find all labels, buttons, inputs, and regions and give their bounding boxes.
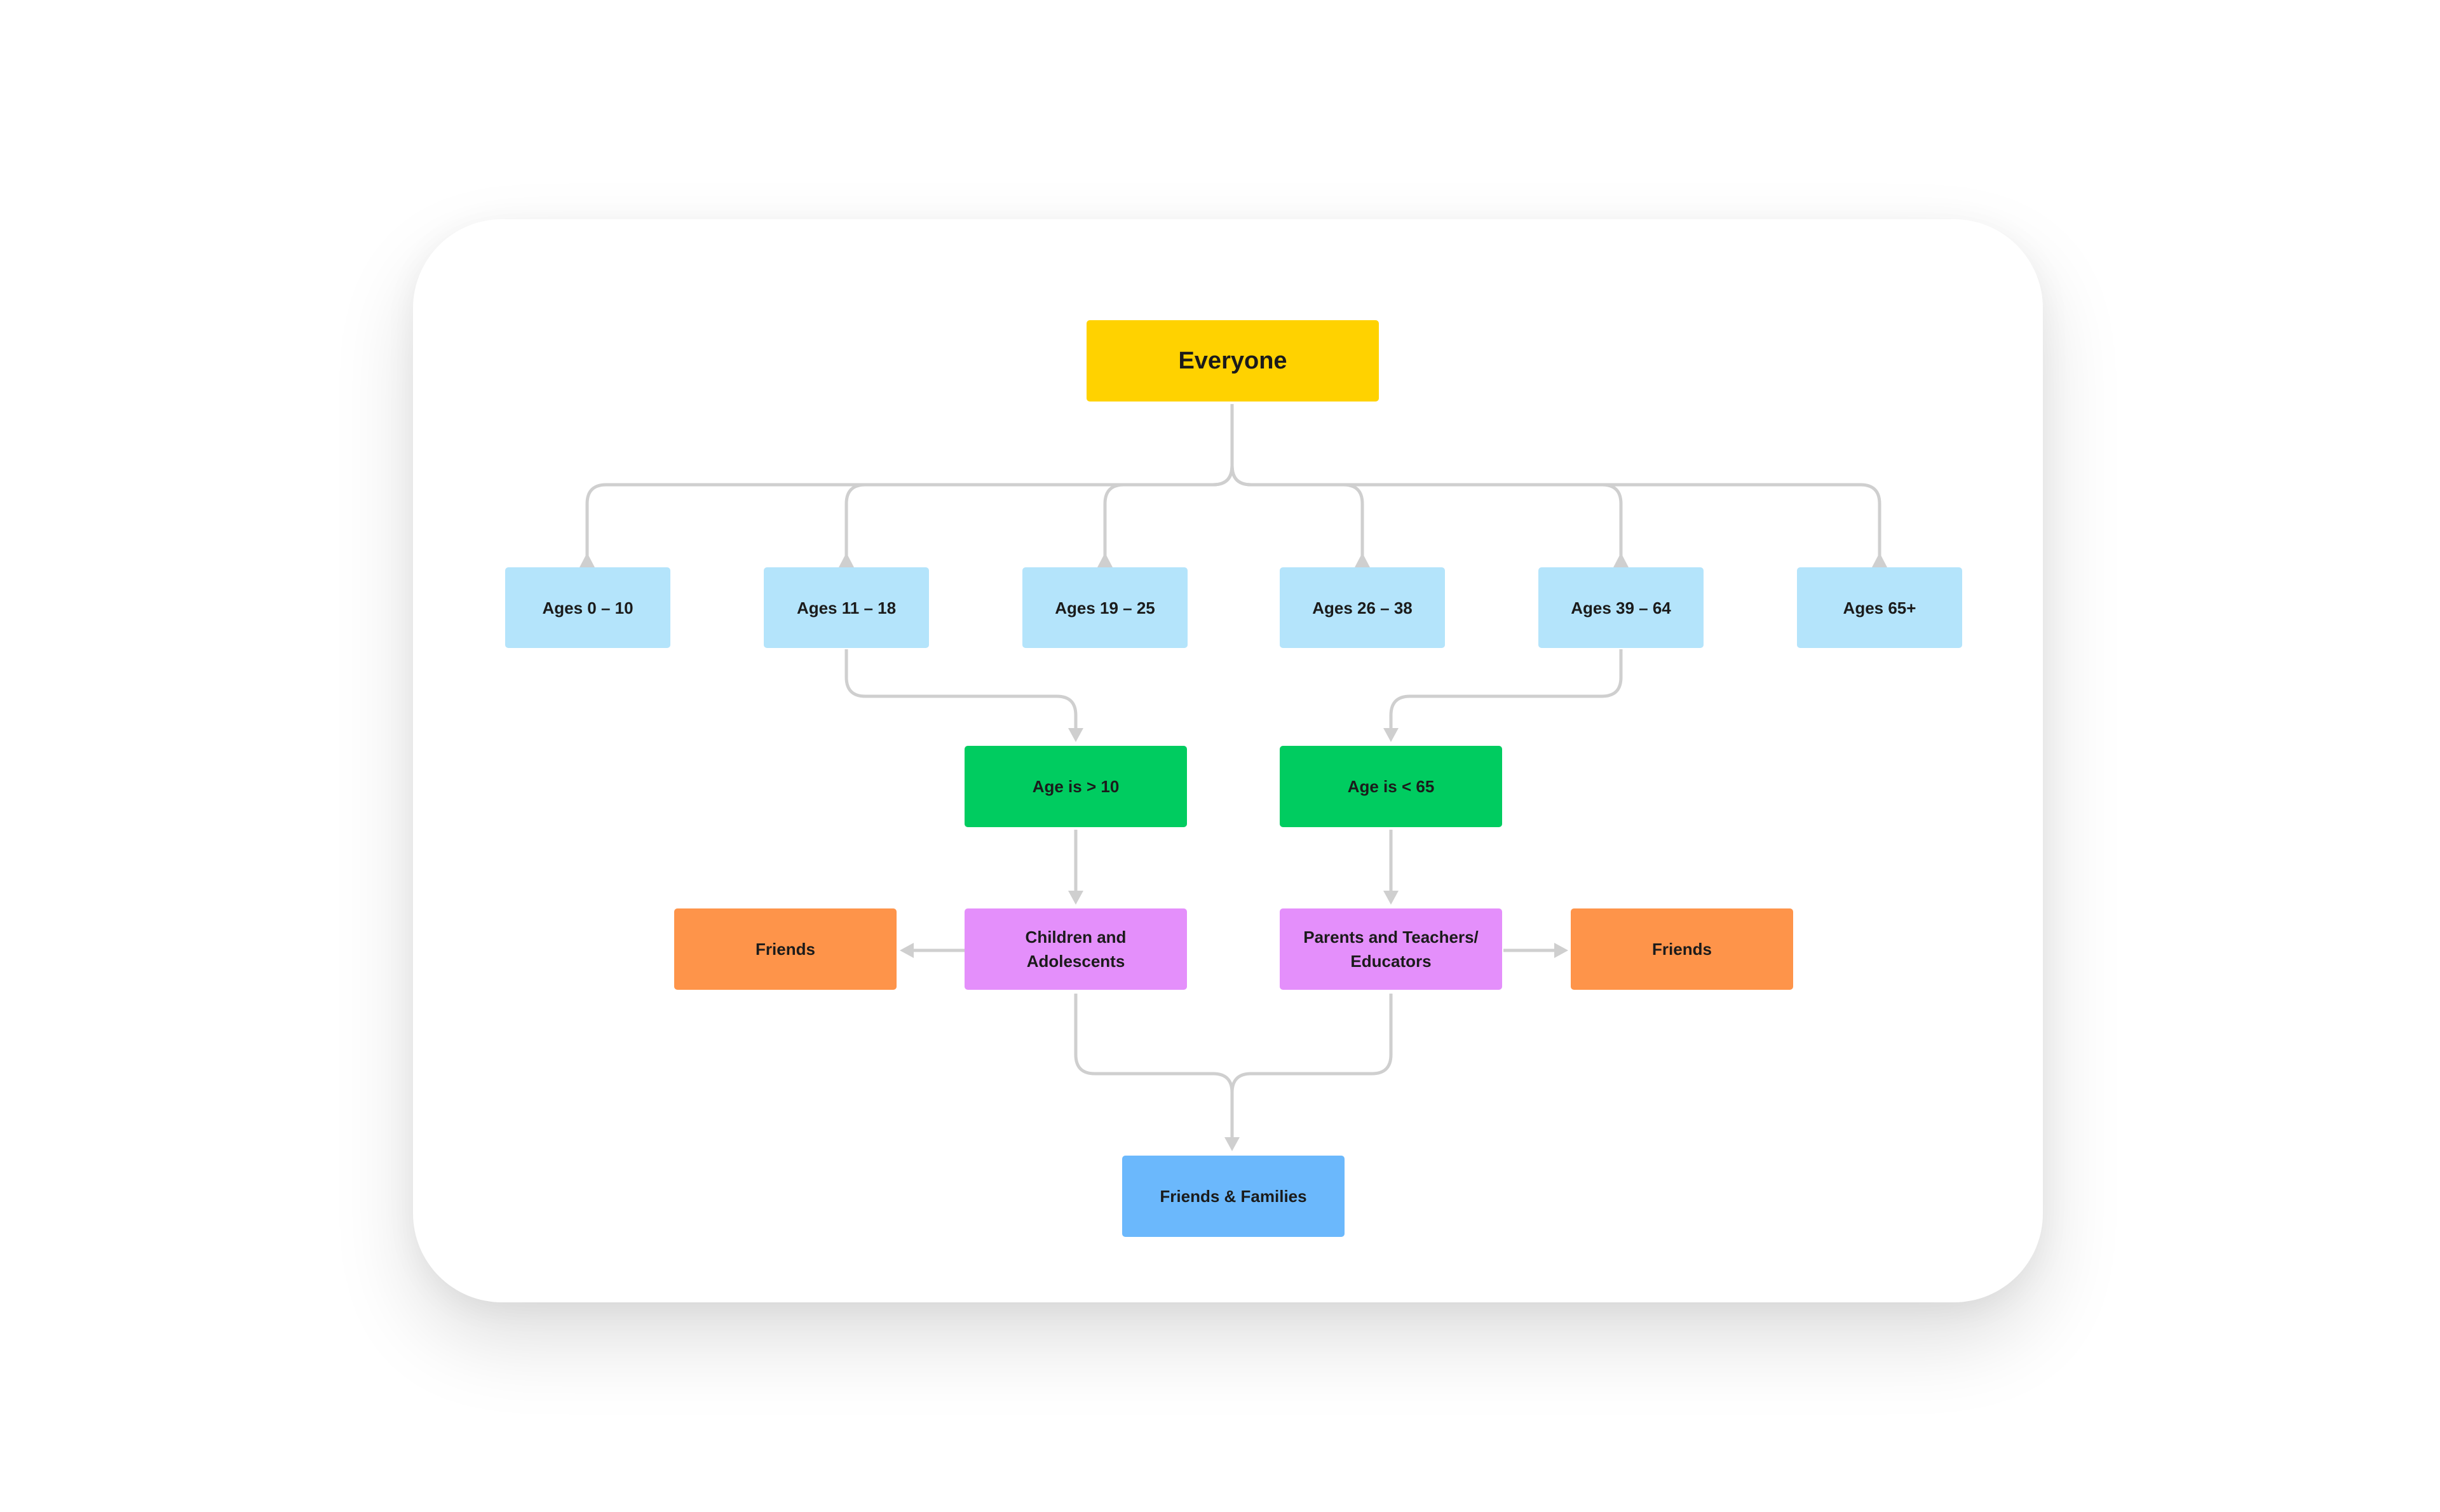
node-age-label: Ages 19 – 25 xyxy=(1055,598,1155,618)
node-friends-label: Friends xyxy=(756,940,815,959)
node-condition-label: Age is < 65 xyxy=(1347,777,1435,796)
connector-root-to-age-3 xyxy=(1230,465,1364,556)
arrow-age-3 xyxy=(1355,553,1370,567)
node-ages-0-10[interactable]: Ages 0 – 10 xyxy=(505,567,670,648)
node-ages-26-38[interactable]: Ages 26 – 38 xyxy=(1280,567,1445,648)
node-ages-19-25[interactable]: Ages 19 – 25 xyxy=(1022,567,1188,648)
node-group-label: Parents and Teachers/ Educators xyxy=(1303,928,1479,971)
node-friends-label: Friends xyxy=(1652,940,1712,959)
node-age-label: Ages 39 – 64 xyxy=(1571,598,1671,618)
connector-age-4-to-condition-1 xyxy=(1389,649,1623,731)
arrow-group-0 xyxy=(1068,891,1083,905)
connector-group-0-to-final xyxy=(1074,994,1234,1140)
connector-root-to-age-4 xyxy=(1230,465,1623,556)
node-parents-and-teachers[interactable]: Parents and Teachers/ Educators xyxy=(1280,908,1502,990)
connector-root-to-age-5 xyxy=(1230,465,1881,556)
connector-root-to-age-0 xyxy=(585,404,1234,556)
node-friends-left[interactable]: Friends xyxy=(674,908,897,990)
node-ages-39-64[interactable]: Ages 39 – 64 xyxy=(1538,567,1704,648)
node-age-label: Ages 0 – 10 xyxy=(542,598,634,618)
arrow-condition-0 xyxy=(1068,728,1083,742)
node-age-label: Ages 26 – 38 xyxy=(1312,598,1413,618)
node-friends-right[interactable]: Friends xyxy=(1571,908,1793,990)
node-age-less-than-65[interactable]: Age is < 65 xyxy=(1280,746,1502,827)
arrow-final xyxy=(1224,1137,1240,1151)
node-everyone-label: Everyone xyxy=(1178,348,1287,374)
node-condition-label: Age is > 10 xyxy=(1032,777,1120,796)
node-final-label: Friends & Families xyxy=(1160,1187,1307,1206)
node-age-label: Ages 11 – 18 xyxy=(796,598,897,618)
arrow-friends-0 xyxy=(900,943,914,958)
arrow-group-1 xyxy=(1383,891,1399,905)
node-age-label: Ages 65+ xyxy=(1843,598,1916,618)
node-children-and-adolescents[interactable]: Children and Adolescents xyxy=(965,908,1187,990)
connector-age-1-to-condition-0 xyxy=(844,649,1078,731)
connector-root-to-age-2 xyxy=(1103,465,1234,556)
arrow-age-2 xyxy=(1097,553,1113,567)
node-ages-11-18[interactable]: Ages 11 – 18 xyxy=(764,567,929,648)
node-group-label: Children and Adolescents xyxy=(1025,928,1127,971)
arrow-friends-1 xyxy=(1554,943,1568,958)
node-everyone[interactable]: Everyone xyxy=(1087,320,1379,402)
connector-root-to-age-1 xyxy=(844,465,1234,556)
arrow-age-0 xyxy=(580,553,595,567)
arrow-age-1 xyxy=(839,553,854,567)
connector-group-1-to-final xyxy=(1230,994,1393,1140)
arrow-condition-1 xyxy=(1383,728,1399,742)
node-ages-65-plus[interactable]: Ages 65+ xyxy=(1797,567,1962,648)
arrow-age-5 xyxy=(1872,553,1887,567)
arrow-age-4 xyxy=(1613,553,1629,567)
node-friends-and-families[interactable]: Friends & Families xyxy=(1122,1156,1345,1237)
node-age-greater-than-10[interactable]: Age is > 10 xyxy=(965,746,1187,827)
